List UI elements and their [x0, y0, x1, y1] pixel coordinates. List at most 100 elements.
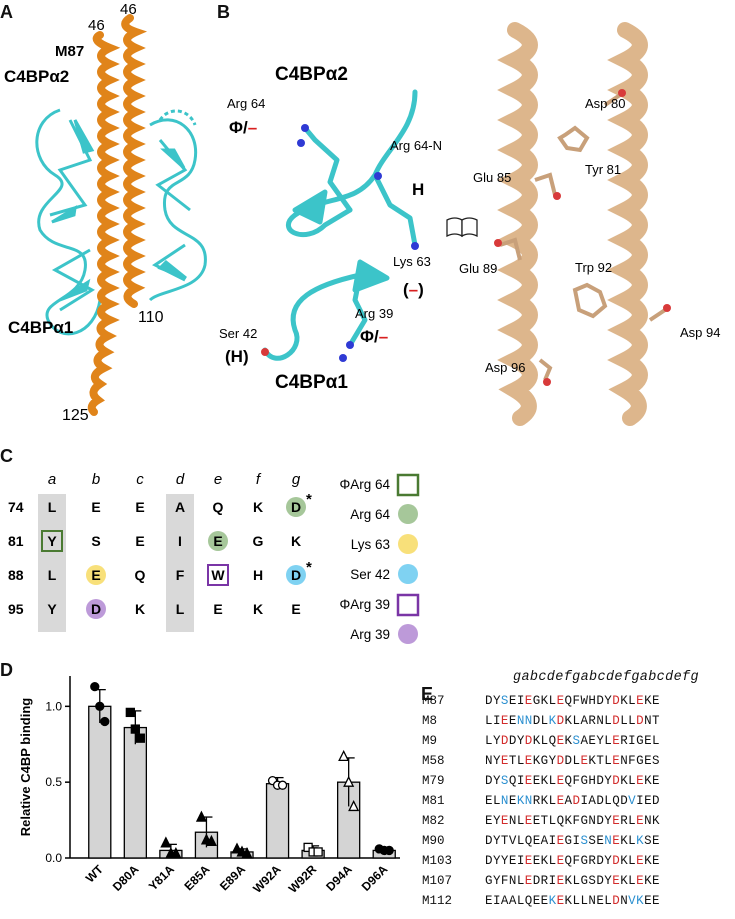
sequence-residue: L	[516, 834, 525, 848]
protein-label: M87	[422, 694, 445, 708]
legend-label: Ser 42	[350, 567, 390, 582]
sequence-residue: E	[556, 734, 565, 748]
sequence-residue: L	[652, 734, 660, 748]
res-lys63: Lys 63	[393, 254, 431, 269]
protein-sequence: DYSQIEEKLEQFGHDYDKLEKE	[485, 774, 660, 788]
legend-square-marker	[396, 593, 420, 617]
sequence-residue: G	[532, 694, 541, 708]
sequence-residue: K	[548, 714, 557, 728]
sequence-residue: L	[548, 854, 557, 868]
residue-number: 88	[8, 567, 24, 583]
sequence-residue: E	[556, 834, 565, 848]
sequence-residue: L	[548, 814, 557, 828]
sequence-residue: G	[636, 734, 645, 748]
heptad-residue: Q	[213, 499, 224, 515]
x-tick-label: E89A	[217, 862, 248, 893]
legend-circle-marker	[398, 624, 418, 644]
data-point	[241, 846, 253, 859]
residue-highlight-circle	[286, 497, 306, 517]
sequence-residue: E	[500, 714, 509, 728]
sequence-residue: I	[628, 734, 637, 748]
sequence-residue: E	[652, 774, 660, 788]
data-point	[100, 716, 110, 727]
bar	[88, 705, 112, 859]
protein-label: M82	[422, 814, 445, 828]
res-asp80: Asp 80	[585, 96, 625, 111]
heptad-residue: Y	[47, 601, 57, 617]
heptad-position: e	[214, 471, 222, 488]
shade-col-d	[166, 494, 194, 632]
sequence-residue: N	[604, 834, 613, 848]
x-tick-label: E85A	[181, 862, 212, 893]
sequence-residue: K	[564, 734, 573, 748]
sequence-residue: L	[540, 714, 549, 728]
sequence-residue: A	[508, 894, 517, 908]
sequence-residue: K	[636, 834, 645, 848]
b-title-c4bpa1: C4BPα1	[275, 372, 348, 393]
sequence-residue: E	[644, 754, 653, 768]
sequence-residue: I	[548, 834, 557, 848]
sequence-residue: E	[636, 874, 645, 888]
residue-highlight-square	[41, 530, 63, 552]
sequence-residue: E	[524, 814, 533, 828]
sequence-residue: E	[636, 694, 645, 708]
protein-label: M90	[422, 834, 445, 848]
heptad-residue: L	[176, 601, 185, 617]
sequence-residue: V	[628, 794, 637, 808]
protein-sequence: LYDDYDKLQEKSAEYLERIGEL	[485, 734, 660, 748]
heptad-residue: I	[178, 533, 182, 549]
data-point	[195, 810, 207, 822]
sequence-residue: L	[604, 714, 613, 728]
data-point	[95, 701, 105, 711]
sequence-residue: K	[588, 754, 597, 768]
sequence-residue: G	[540, 754, 549, 768]
heptad-residue: S	[91, 533, 100, 549]
sequence-residue: L	[628, 854, 637, 868]
heptad-residue: K	[291, 533, 301, 549]
sequence-residue: L	[492, 794, 501, 808]
arg64n-h: H	[412, 180, 424, 199]
y-tick-label: 0.0	[45, 851, 62, 865]
sequence-residue: G	[564, 834, 573, 848]
residue-number: 95	[8, 601, 24, 617]
sequence-residue: E	[508, 794, 517, 808]
res-trp92: Trp 92	[575, 260, 612, 275]
sequence-residue: Y	[492, 814, 501, 828]
sequence-residue: D	[500, 734, 509, 748]
heptad-position: d	[176, 471, 185, 488]
sequence-residue: K	[644, 774, 653, 788]
protein-sequence: DYTVLQEAIEGISSENEKLKSE	[485, 834, 660, 848]
sequence-residue: L	[628, 774, 637, 788]
sequence-residue: E	[485, 794, 493, 808]
sequence-residue: L	[628, 694, 637, 708]
sequence-residue: D	[612, 854, 621, 868]
sequence-residue: S	[572, 734, 581, 748]
sequence-residue: L	[516, 814, 525, 828]
legend-circle-marker	[398, 504, 418, 524]
sequence-residue: I	[572, 834, 581, 848]
sequence-residue: Y	[492, 774, 501, 788]
res-asp96: Asp 96	[485, 360, 525, 375]
sequence-residue: E	[612, 734, 621, 748]
sequence-residue: R	[540, 874, 549, 888]
arg64-phi: Φ/	[229, 118, 248, 137]
sequence-residue: K	[652, 814, 660, 828]
sequence-residue: D	[612, 774, 621, 788]
sequence-residue: D	[612, 694, 621, 708]
m87-side-chains	[499, 93, 667, 381]
heptad-residue: D	[291, 499, 301, 515]
sequence-residue: D	[524, 734, 533, 748]
protein-label: M9	[422, 734, 438, 748]
sequence-residue: K	[564, 874, 573, 888]
sequence-residue: N	[516, 714, 525, 728]
legend-label: Lys 63	[351, 537, 390, 552]
x-tick-label: D96A	[359, 862, 391, 894]
arg64-minus: –	[248, 118, 257, 137]
sequence-residue: I	[516, 694, 525, 708]
res-ser42: Ser 42	[219, 326, 257, 341]
sequence-residue: E	[652, 694, 660, 708]
